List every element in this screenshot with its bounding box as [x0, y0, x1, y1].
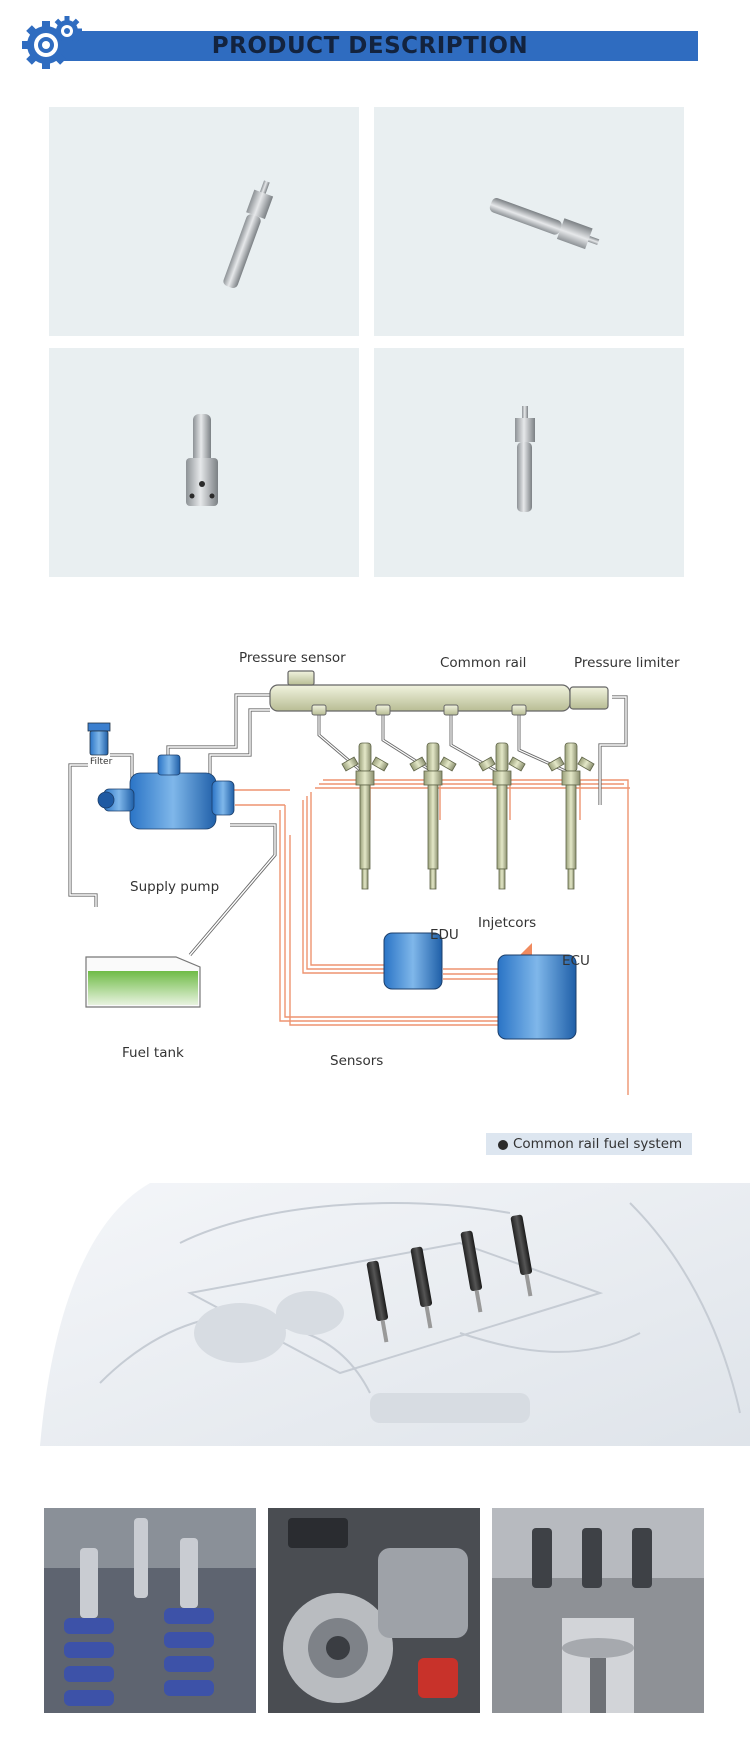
label-supply-pump: Supply pump [130, 879, 220, 895]
engine-illustration [40, 1183, 750, 1446]
engine-photo [492, 1508, 704, 1713]
label-common-rail: Common rail [440, 655, 527, 671]
engine-photo [268, 1508, 480, 1713]
product-photo [374, 107, 684, 336]
label-sensors: Sensors [330, 1053, 384, 1069]
caption-box [486, 1133, 692, 1155]
bullet-dot [498, 1140, 508, 1150]
gear-icon [22, 16, 84, 70]
label-ecu: ECU [562, 953, 590, 969]
product-photo [49, 348, 359, 577]
label-injectors: Injetcors [478, 915, 537, 931]
label-pressure-limiter: Pressure limiter [574, 655, 680, 671]
header-banner [60, 31, 698, 61]
product-photo [374, 348, 684, 577]
label-filter: Filter [90, 757, 113, 767]
common-rail-diagram: Pressure sensor Common rail Pressure lim… [40, 650, 710, 1115]
diagram-caption: Common rail fuel system [513, 1136, 683, 1152]
page-title: PRODUCT DESCRIPTION [211, 33, 529, 59]
label-edu: EDU [430, 927, 459, 943]
engine-photo [44, 1508, 256, 1713]
label-fuel-tank: Fuel tank [122, 1045, 184, 1061]
product-photo [49, 107, 359, 336]
label-pressure-sensor: Pressure sensor [239, 650, 346, 666]
